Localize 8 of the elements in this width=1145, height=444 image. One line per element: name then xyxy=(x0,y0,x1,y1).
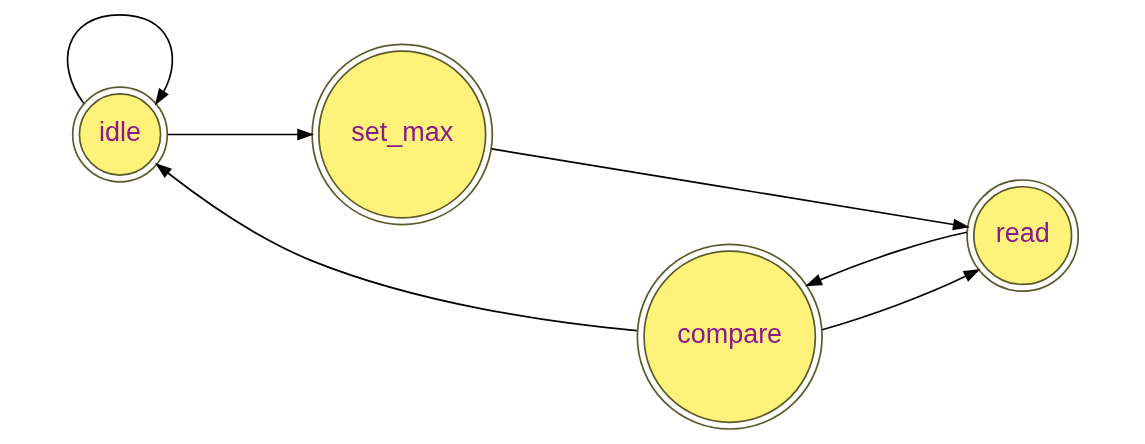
arrow xyxy=(805,231,968,287)
node-circle: set_max xyxy=(311,43,494,226)
arrow xyxy=(166,128,315,141)
arrow xyxy=(66,14,174,106)
arrow xyxy=(155,162,638,332)
node-circle: read xyxy=(966,179,1080,292)
arrow xyxy=(821,268,981,331)
arrow xyxy=(490,148,970,231)
